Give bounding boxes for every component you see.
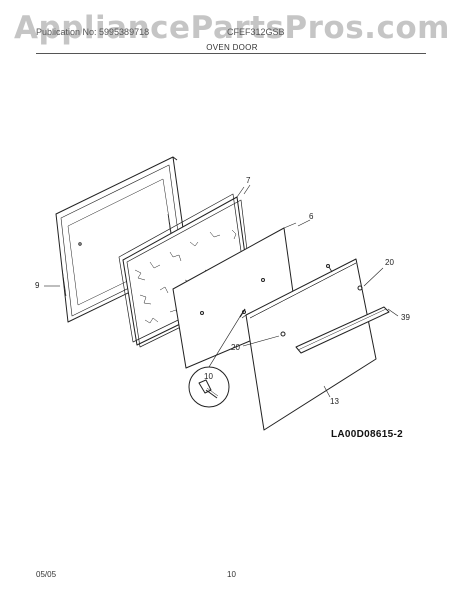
watermark: AppliancePartsPros.com xyxy=(14,10,450,46)
footer-page-number: 10 xyxy=(227,570,236,579)
diagram-code: LA00D08615-2 xyxy=(331,429,403,440)
model-number: CFEF312GSB xyxy=(227,27,285,37)
callout-13: 13 xyxy=(330,397,339,406)
callout-20-upper: 20 xyxy=(385,258,394,267)
section-title: OVEN DOOR xyxy=(206,43,258,52)
callout-20-lower: 20 xyxy=(231,343,240,352)
callout-10: 10 xyxy=(204,372,213,381)
screw-detail xyxy=(188,308,246,408)
footer-date: 05/05 xyxy=(36,570,57,579)
door-handle xyxy=(295,306,390,354)
callout-9: 9 xyxy=(35,281,40,290)
callout-6: 6 xyxy=(309,212,314,221)
publication-number: Publication No: 5995389718 xyxy=(36,27,150,37)
callout-39: 39 xyxy=(401,313,410,322)
leader-lines xyxy=(44,184,399,398)
header-rule xyxy=(36,53,426,54)
callout-7: 7 xyxy=(246,176,251,185)
